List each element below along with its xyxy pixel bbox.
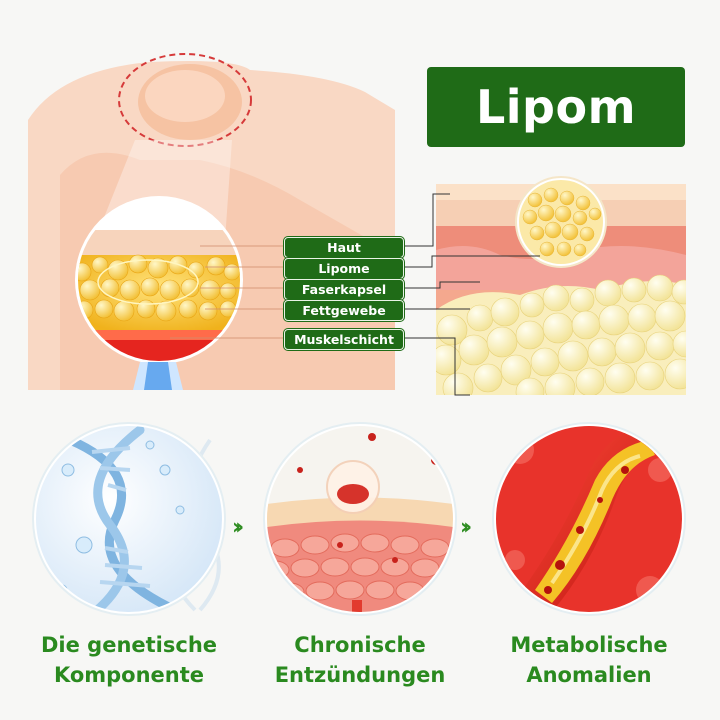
chevron-right-icon: ›› [460, 515, 472, 540]
shoulder-illustration [28, 53, 686, 396]
label-haut: Haut [284, 237, 404, 258]
label-fettgewebe: Fettgewebe [284, 300, 404, 321]
cause-caption-1: Die genetische Komponente [40, 633, 218, 687]
cause-caption-3: Metabolische Anomalien [510, 633, 668, 687]
inflamed-tissue-icon [263, 422, 457, 616]
cause-caption-2: Chronische Entzündungen [274, 633, 446, 687]
title-box: Lipom [427, 67, 685, 147]
blood-vessel-plaque-icon [492, 422, 686, 616]
page-title: Lipom [475, 80, 637, 134]
label-faserkapsel: Faserkapsel [284, 279, 404, 300]
label-lipome: Lipome [284, 258, 404, 279]
causes-illustrations [32, 422, 686, 616]
chevron-right-icon: ›› [232, 515, 244, 540]
dna-icon [32, 422, 226, 616]
label-muskelschicht: Muskelschicht [284, 329, 404, 350]
